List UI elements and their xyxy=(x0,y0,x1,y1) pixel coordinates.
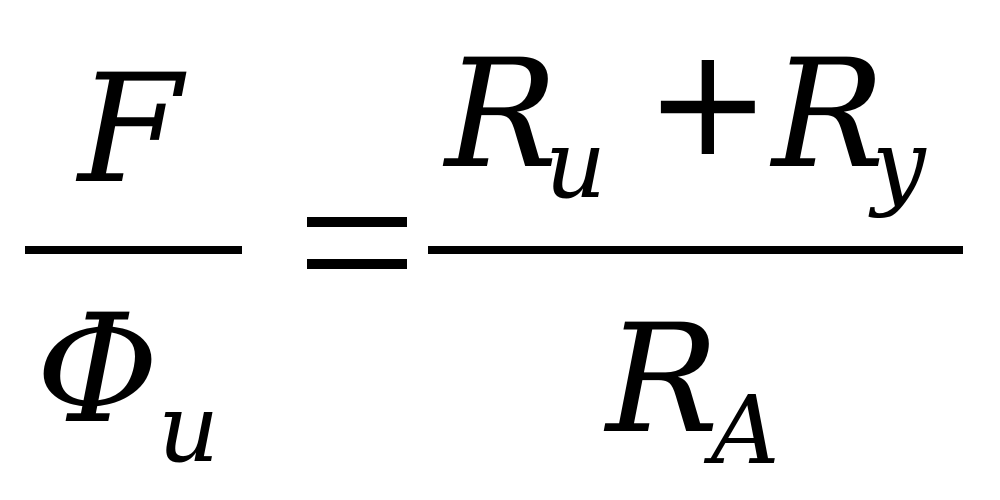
right-numerator-term1-subscript: u xyxy=(545,110,607,220)
equals-sign-bottom-bar xyxy=(307,259,407,269)
equals-sign-top-bar xyxy=(307,217,407,227)
left-numerator-symbol: F xyxy=(78,43,183,217)
left-denominator-symbol: Φ xyxy=(36,283,159,457)
left-fraction-bar xyxy=(25,246,242,254)
right-numerator-term2-subscript: y xyxy=(872,110,926,220)
right-numerator-term1-symbol: R xyxy=(445,28,558,202)
right-numerator-term2-symbol: R xyxy=(772,28,885,202)
plus-operator: + xyxy=(645,16,771,190)
right-denominator-symbol: R xyxy=(606,293,719,467)
right-fraction-bar xyxy=(428,246,963,254)
right-denominator-subscript: A xyxy=(711,376,780,486)
left-denominator-subscript: u xyxy=(158,374,220,484)
